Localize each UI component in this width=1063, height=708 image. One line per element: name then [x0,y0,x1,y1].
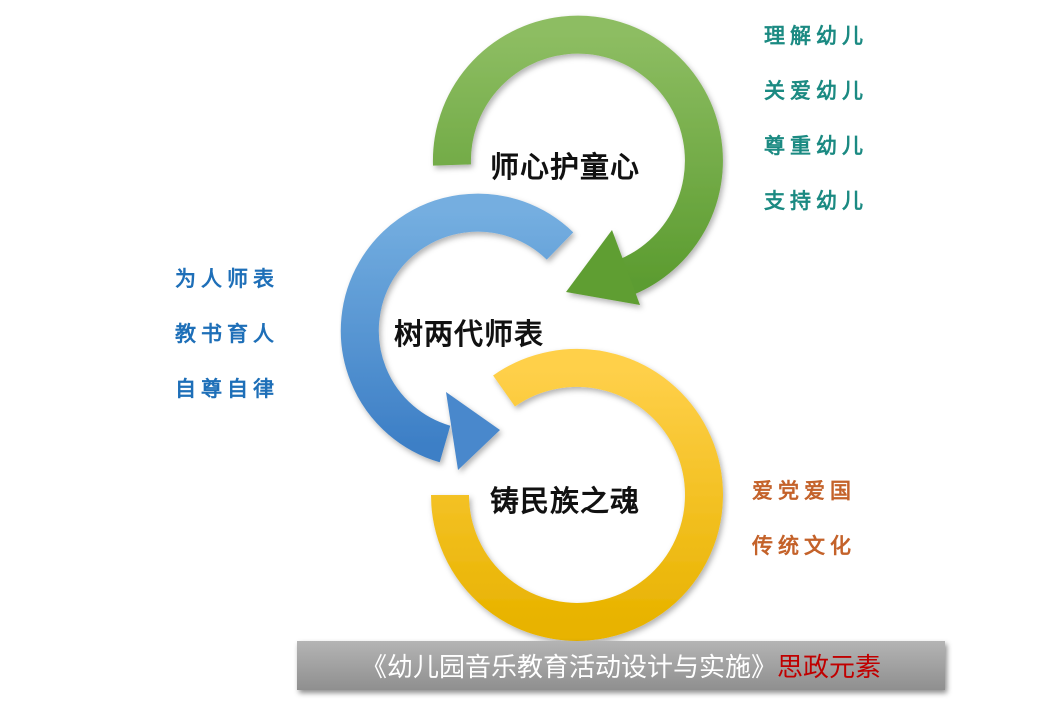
footer-accent: 思政元素 [777,653,882,683]
list-item: 支持幼儿 [764,189,868,213]
teacher-heart-items: 理解幼儿 关爱幼儿 尊重幼儿 支持幼儿 [764,20,868,215]
list-item: 关爱幼儿 [764,79,868,103]
role-model-items: 为人师表 教书育人 自尊自律 [175,263,279,403]
cycle-title-role-model: 树两代师表 [394,317,545,351]
footer-banner: 《幼儿园音乐教育活动设计与实施》 思政元素 [297,641,945,690]
cycle-title-national-soul: 铸民族之魂 [490,484,641,518]
list-item: 爱党爱国 [752,479,856,503]
green-cycle-arrow [432,15,723,305]
list-item: 为人师表 [175,267,279,291]
cycle-title-teacher-heart: 师心护童心 [490,150,641,184]
footer-title: 《幼儿园音乐教育活动设计与实施》 [360,653,777,683]
national-soul-items: 爱党爱国 传统文化 [752,475,856,560]
list-item: 尊重幼儿 [764,134,868,158]
list-item: 理解幼儿 [764,24,868,48]
list-item: 自尊自律 [175,377,279,401]
yellow-cycle-arrow [431,348,723,641]
blue-cycle-arrow [340,193,574,470]
list-item: 教书育人 [175,322,279,346]
list-item: 传统文化 [752,534,856,558]
